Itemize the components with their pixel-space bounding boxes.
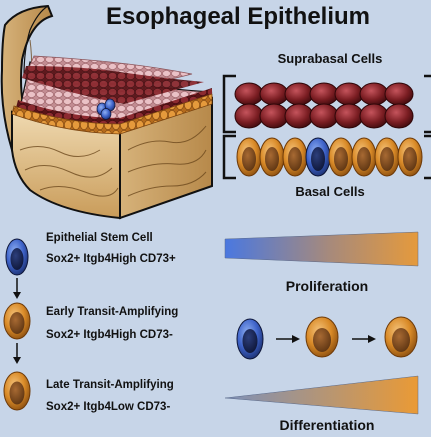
suprabasal-cell (334, 103, 364, 129)
late-ta-cell-icon (384, 316, 418, 358)
figure-title: Esophageal Epithelium (106, 3, 370, 30)
basal-cell (328, 137, 354, 177)
suprabasal-cell (384, 103, 414, 129)
basal-cell (259, 137, 285, 177)
basal-label: Basal Cells (295, 184, 364, 199)
suprabasal-cell (309, 103, 339, 129)
basal-cell (351, 137, 377, 177)
late-ta-markers: Sox2+ Itgb4Low CD73- (46, 401, 170, 413)
basal-cell (374, 137, 400, 177)
differentiation-sequence (236, 316, 418, 360)
basal-cell (236, 137, 262, 177)
stem-cell-markers: Sox2+ Itgb4High CD73+ (46, 253, 176, 265)
stem-cell-name: Epithelial Stem Cell (46, 232, 153, 244)
stem-cell-icon (5, 238, 29, 276)
suprabasal-cell (259, 103, 289, 129)
layer-cell-schematic (234, 82, 423, 177)
suprabasal-cell (384, 82, 414, 106)
suprabasal-cell (359, 82, 389, 106)
tissue-block-illustration (0, 4, 213, 220)
differentiation-gradient (224, 375, 419, 415)
suprabasal-cell (284, 103, 314, 129)
suprabasal-cell (234, 82, 264, 106)
arrow-down-icon (13, 343, 21, 364)
early-ta-cell-icon (3, 302, 31, 340)
early-ta-markers: Sox2+ Itgb4High CD73- (46, 329, 173, 341)
suprabasal-cell (234, 103, 264, 129)
arrow-down-icon (13, 278, 21, 299)
late-ta-cell-icon (3, 371, 31, 411)
differentiation-label: Differentiation (280, 417, 375, 433)
stem-cell (305, 137, 331, 177)
suprabasal-cell (284, 82, 314, 106)
arrow-right-icon (352, 335, 376, 343)
stem-cell-icon (236, 318, 264, 360)
suprabasal-cell (334, 82, 364, 106)
proliferation-gradient (224, 231, 419, 267)
stem-cell-cluster (96, 98, 116, 120)
early-ta-cell-icon (305, 316, 339, 358)
basal-cell (282, 137, 308, 177)
basal-bracket (222, 134, 431, 180)
arrow-right-icon (276, 335, 300, 343)
suprabasal-cell (359, 103, 389, 129)
late-ta-name: Late Transit-Amplifying (46, 379, 174, 391)
basal-cell (397, 137, 423, 177)
suprabasal-cell (309, 82, 339, 106)
early-ta-name: Early Transit-Amplifying (46, 306, 178, 318)
suprabasal-bracket (222, 74, 431, 134)
suprabasal-label: Suprabasal Cells (278, 51, 383, 66)
proliferation-label: Proliferation (286, 278, 368, 294)
suprabasal-cell (259, 82, 289, 106)
